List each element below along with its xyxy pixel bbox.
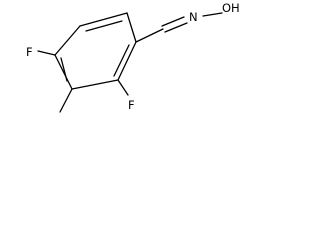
bond-ch-n-b bbox=[164, 22, 188, 33]
bond-c-f-bottom bbox=[117, 79, 129, 96]
fluorine-bottom-label: F bbox=[128, 98, 135, 112]
bond-ring-c bbox=[117, 41, 137, 81]
nitrogen-label: N bbox=[189, 10, 198, 24]
bond-ch-n-a bbox=[161, 16, 185, 27]
bond-ring-double-a bbox=[85, 20, 123, 32]
bond-ring-d bbox=[71, 79, 119, 90]
structure-diagram: F F N OH bbox=[26, 1, 240, 113]
bond-ring-double-c bbox=[113, 44, 130, 77]
bond-n-o bbox=[202, 12, 223, 17]
bond-c-methyl bbox=[59, 88, 73, 113]
bond-c-ch bbox=[135, 28, 164, 43]
bond-c-f-left bbox=[37, 50, 56, 56]
fluorine-left-label: F bbox=[26, 45, 33, 59]
bond-ring-f bbox=[54, 25, 81, 56]
bond-ring-double-e bbox=[60, 57, 68, 82]
hydroxyl-label: OH bbox=[222, 1, 240, 15]
bond-ring-a bbox=[79, 12, 128, 27]
bond-ring-e bbox=[54, 54, 73, 90]
bond-ring-b bbox=[126, 12, 137, 43]
